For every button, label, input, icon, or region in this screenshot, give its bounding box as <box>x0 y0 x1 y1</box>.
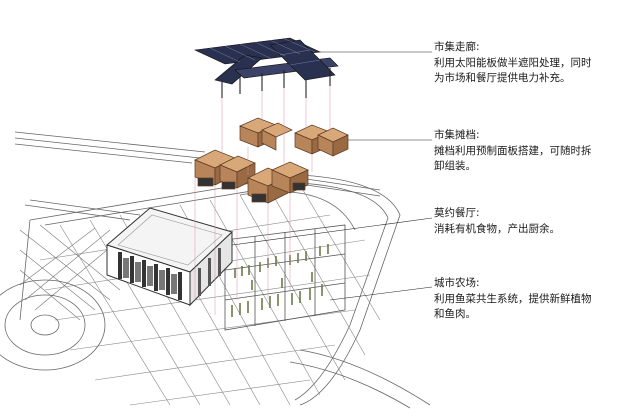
farm-field <box>224 224 346 331</box>
market-stalls <box>194 117 349 204</box>
restaurant-building <box>106 207 233 307</box>
road-curve-2 <box>289 361 411 409</box>
ground-grid <box>39 184 381 406</box>
solar-canopy-corridor <box>193 37 339 98</box>
promenade-bands <box>14 131 206 221</box>
stall-cluster-left <box>194 149 256 190</box>
annotation-line: 为市场和餐厅提供电力补充。 <box>434 72 571 84</box>
solar-panel-grid <box>209 38 321 66</box>
annotation-line: 利用鱼菜共生系统，提供新鲜植物 <box>434 292 592 305</box>
fountain-circle <box>0 279 106 371</box>
annotation-title: 城市农场: <box>434 277 480 289</box>
annotation-line: 摊档利用预制面板搭建，可随时拆 <box>434 144 592 157</box>
stall-cluster-center <box>247 161 309 204</box>
farm-plants <box>231 244 329 317</box>
annotation-title: 市集走廊: <box>434 41 480 53</box>
paving-cross-pattern <box>19 224 126 321</box>
stall-cluster-upper-left <box>239 117 293 151</box>
leader-farm <box>329 286 433 301</box>
road-curve <box>299 349 431 406</box>
leader-lines <box>231 51 433 301</box>
restaurant-roof-inset <box>117 214 223 266</box>
annotation-title: 莫约餐厅: <box>434 207 480 219</box>
annotation-market-corridor: 市集走廊: 利用太阳能板做半遮阳处理，同时 为市场和餐厅提供电力补充。 <box>434 40 630 87</box>
annotation-urban-farm: 城市农场: 利用鱼菜共生系统，提供新鲜植物 和鱼肉。 <box>434 276 630 323</box>
canopy-right-arm <box>269 39 336 81</box>
upper-street-strip <box>299 177 381 197</box>
annotation-line: 卸组装。 <box>434 160 476 172</box>
restaurant-columns <box>118 252 182 300</box>
annotation-line: 利用太阳能板做半遮阳处理，同时 <box>434 56 592 69</box>
stall-cluster-upper-right <box>294 124 349 157</box>
leader-restaurant <box>231 217 433 246</box>
annotation-line: 和鱼肉。 <box>434 308 476 320</box>
annotation-restaurant: 莫约餐厅: 消耗有机食物，产出厨余。 <box>434 206 630 237</box>
restaurant-windows <box>123 258 177 294</box>
projection-guides <box>194 86 331 315</box>
canopy-supports <box>221 68 331 98</box>
restaurant-side-columns <box>198 248 221 296</box>
annotation-market-stalls: 市集摊档: 摊档利用预制面板搭建，可随时拆 卸组装。 <box>434 128 630 175</box>
annotation-title: 市集摊档: <box>434 129 480 141</box>
annotation-line: 消耗有机食物，产出厨余。 <box>434 222 560 235</box>
